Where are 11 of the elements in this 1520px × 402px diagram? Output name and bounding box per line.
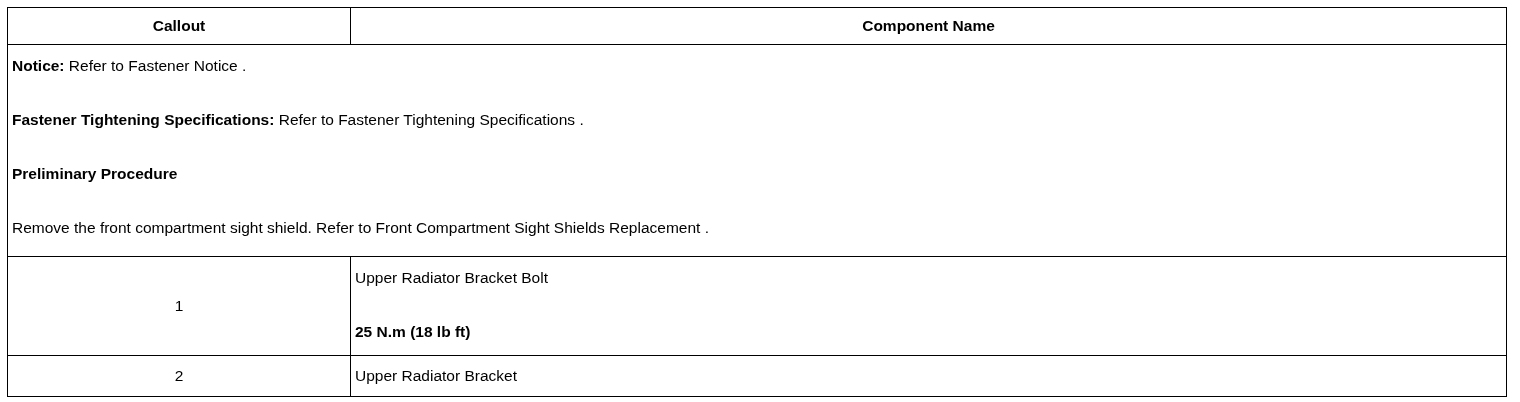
notice-text: Notice: Refer to Fastener Notice . xyxy=(12,57,248,75)
torque-spec: 25 N.m (18 lb ft) xyxy=(355,323,472,341)
instruction-text: Remove the front compartment sight shield. Refer to Front Compartment Sight Shields Replacement . xyxy=(12,219,710,237)
callout-number: 1 xyxy=(7,256,351,356)
component-name: Upper Radiator Bracket xyxy=(350,355,1507,397)
column-header: Component Name xyxy=(350,7,1507,45)
reference-note: Fastener Tightening Specifications: Refer to Fastener Tightening Specifications . xyxy=(12,111,585,129)
column-header: Callout xyxy=(7,7,351,45)
callout-number: 2 xyxy=(7,355,351,397)
component-name: Upper Radiator Bracket Bolt xyxy=(355,269,549,287)
section-heading: Preliminary Procedure xyxy=(12,165,179,183)
